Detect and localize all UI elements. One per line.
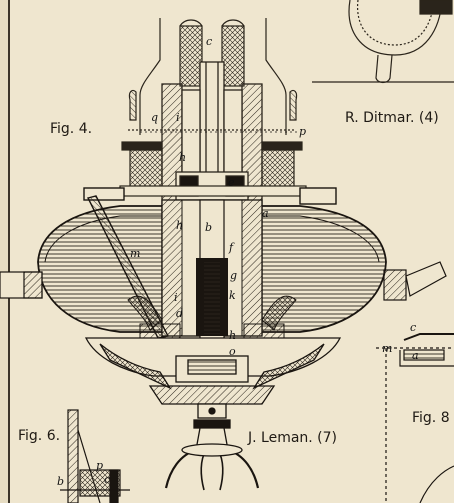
letter-h-lower: h <box>229 329 237 342</box>
fig8-sketch <box>376 333 454 503</box>
letter-fig8-m: m <box>382 342 393 355</box>
letter-f: f <box>229 241 234 254</box>
fig6-sketch <box>60 409 130 503</box>
letter-fig6-p: p <box>96 459 104 472</box>
lamp-base <box>84 337 342 491</box>
letter-k: k <box>229 289 236 302</box>
letter-fig8-c: c <box>410 321 417 334</box>
fig6-label: Fig. 6. <box>18 428 61 444</box>
letter-p: p <box>299 125 307 138</box>
fig-top-right-vessel <box>312 0 454 84</box>
letter-fig6-b: b <box>57 475 65 488</box>
letter-g: g <box>230 269 238 282</box>
letter-i-lower: i <box>174 291 178 304</box>
leman-label: J. Leman. (7) <box>248 430 338 446</box>
fig8-label: Fig. 8 <box>412 410 450 426</box>
letter-h-upper: h <box>179 151 187 164</box>
letter-o: o <box>229 345 236 358</box>
letter-b: b <box>205 221 213 234</box>
letter-fig8-a: a <box>412 349 419 362</box>
letter-h-mid: h <box>176 219 184 232</box>
letter-fig6-c: c <box>104 473 111 486</box>
letter-m: m <box>130 247 141 260</box>
page-edge <box>0 0 10 503</box>
burner-collar <box>119 89 307 197</box>
letter-i-upper: i <box>176 111 180 124</box>
fig4-label: Fig. 4. <box>50 121 93 137</box>
letter-d: d <box>176 307 184 320</box>
letter-c-top: c <box>206 35 213 48</box>
letter-e: e <box>228 176 235 189</box>
chimney <box>139 18 287 135</box>
letter-q: q <box>151 111 159 124</box>
letter-a: a <box>262 207 269 220</box>
ditmar-label: R. Ditmar. (4) <box>345 110 439 126</box>
